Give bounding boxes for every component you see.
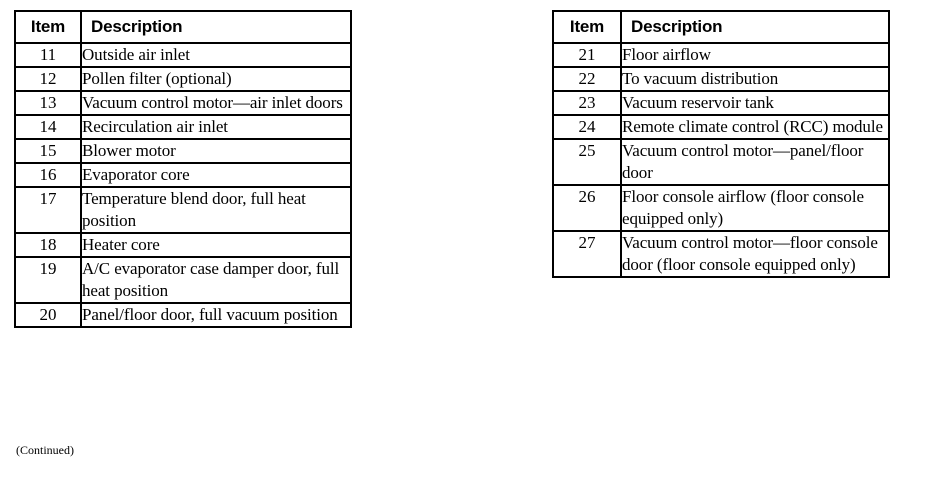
- table-row: 23 Vacuum reservoir tank: [552, 90, 890, 116]
- item-number: 13: [14, 90, 82, 116]
- item-description: Evaporator core: [80, 162, 352, 188]
- legend-table-left: Item Description 11 Outside air inlet 12…: [14, 10, 352, 328]
- table-row: 21 Floor airflow: [552, 42, 890, 68]
- table-row: 20 Panel/floor door, full vacuum positio…: [14, 302, 352, 328]
- table-row: 16 Evaporator core: [14, 162, 352, 188]
- column-header-description: Description: [620, 10, 890, 44]
- item-number: 20: [14, 302, 82, 328]
- item-number: 14: [14, 114, 82, 140]
- table-body-right: 21 Floor airflow 22 To vacuum distributi…: [552, 42, 890, 278]
- item-number: 25: [552, 138, 622, 186]
- item-description: A/C evaporator case damper door, full he…: [80, 256, 352, 304]
- item-description: To vacuum distribution: [620, 66, 890, 92]
- item-number: 16: [14, 162, 82, 188]
- table-row: 27 Vacuum control motor—floor console do…: [552, 230, 890, 278]
- item-description: Vacuum control motor—floor console door …: [620, 230, 890, 278]
- item-description: Heater core: [80, 232, 352, 258]
- table-row: 17 Temperature blend door, full heat pos…: [14, 186, 352, 234]
- item-description: Pollen filter (optional): [80, 66, 352, 92]
- table-row: 15 Blower motor: [14, 138, 352, 164]
- item-description: Vacuum reservoir tank: [620, 90, 890, 116]
- column-header-description: Description: [80, 10, 352, 44]
- table-row: 19 A/C evaporator case damper door, full…: [14, 256, 352, 304]
- item-description: Outside air inlet: [80, 42, 352, 68]
- table-row: 25 Vacuum control motor—panel/floor door: [552, 138, 890, 186]
- item-number: 22: [552, 66, 622, 92]
- item-number: 12: [14, 66, 82, 92]
- item-description: Vacuum control motor—air inlet doors: [80, 90, 352, 116]
- item-description: Temperature blend door, full heat positi…: [80, 186, 352, 234]
- legend-table-right: Item Description 21 Floor airflow 22 To …: [552, 10, 890, 278]
- item-number: 17: [14, 186, 82, 234]
- table-row: 13 Vacuum control motor—air inlet doors: [14, 90, 352, 116]
- table-body-left: 11 Outside air inlet 12 Pollen filter (o…: [14, 42, 352, 328]
- table-header-row: Item Description: [552, 10, 890, 44]
- item-description: Vacuum control motor—panel/floor door: [620, 138, 890, 186]
- item-description: Recirculation air inlet: [80, 114, 352, 140]
- table-row: 22 To vacuum distribution: [552, 66, 890, 92]
- item-number: 23: [552, 90, 622, 116]
- table-header-row: Item Description: [14, 10, 352, 44]
- item-number: 24: [552, 114, 622, 140]
- item-number: 26: [552, 184, 622, 232]
- item-number: 15: [14, 138, 82, 164]
- table-row: 11 Outside air inlet: [14, 42, 352, 68]
- item-number: 19: [14, 256, 82, 304]
- table-row: 14 Recirculation air inlet: [14, 114, 352, 140]
- item-number: 18: [14, 232, 82, 258]
- item-number: 21: [552, 42, 622, 68]
- item-number: 11: [14, 42, 82, 68]
- continued-note: (Continued): [16, 443, 74, 457]
- item-description: Floor airflow: [620, 42, 890, 68]
- column-header-item: Item: [14, 10, 82, 44]
- item-number: 27: [552, 230, 622, 278]
- column-header-item: Item: [552, 10, 622, 44]
- table-row: 12 Pollen filter (optional): [14, 66, 352, 92]
- table-row: 18 Heater core: [14, 232, 352, 258]
- item-description: Blower motor: [80, 138, 352, 164]
- table-row: 24 Remote climate control (RCC) module: [552, 114, 890, 140]
- item-description: Floor console airflow (floor console equ…: [620, 184, 890, 232]
- item-description: Remote climate control (RCC) module: [620, 114, 890, 140]
- item-description: Panel/floor door, full vacuum position: [80, 302, 352, 328]
- table-row: 26 Floor console airflow (floor console …: [552, 184, 890, 232]
